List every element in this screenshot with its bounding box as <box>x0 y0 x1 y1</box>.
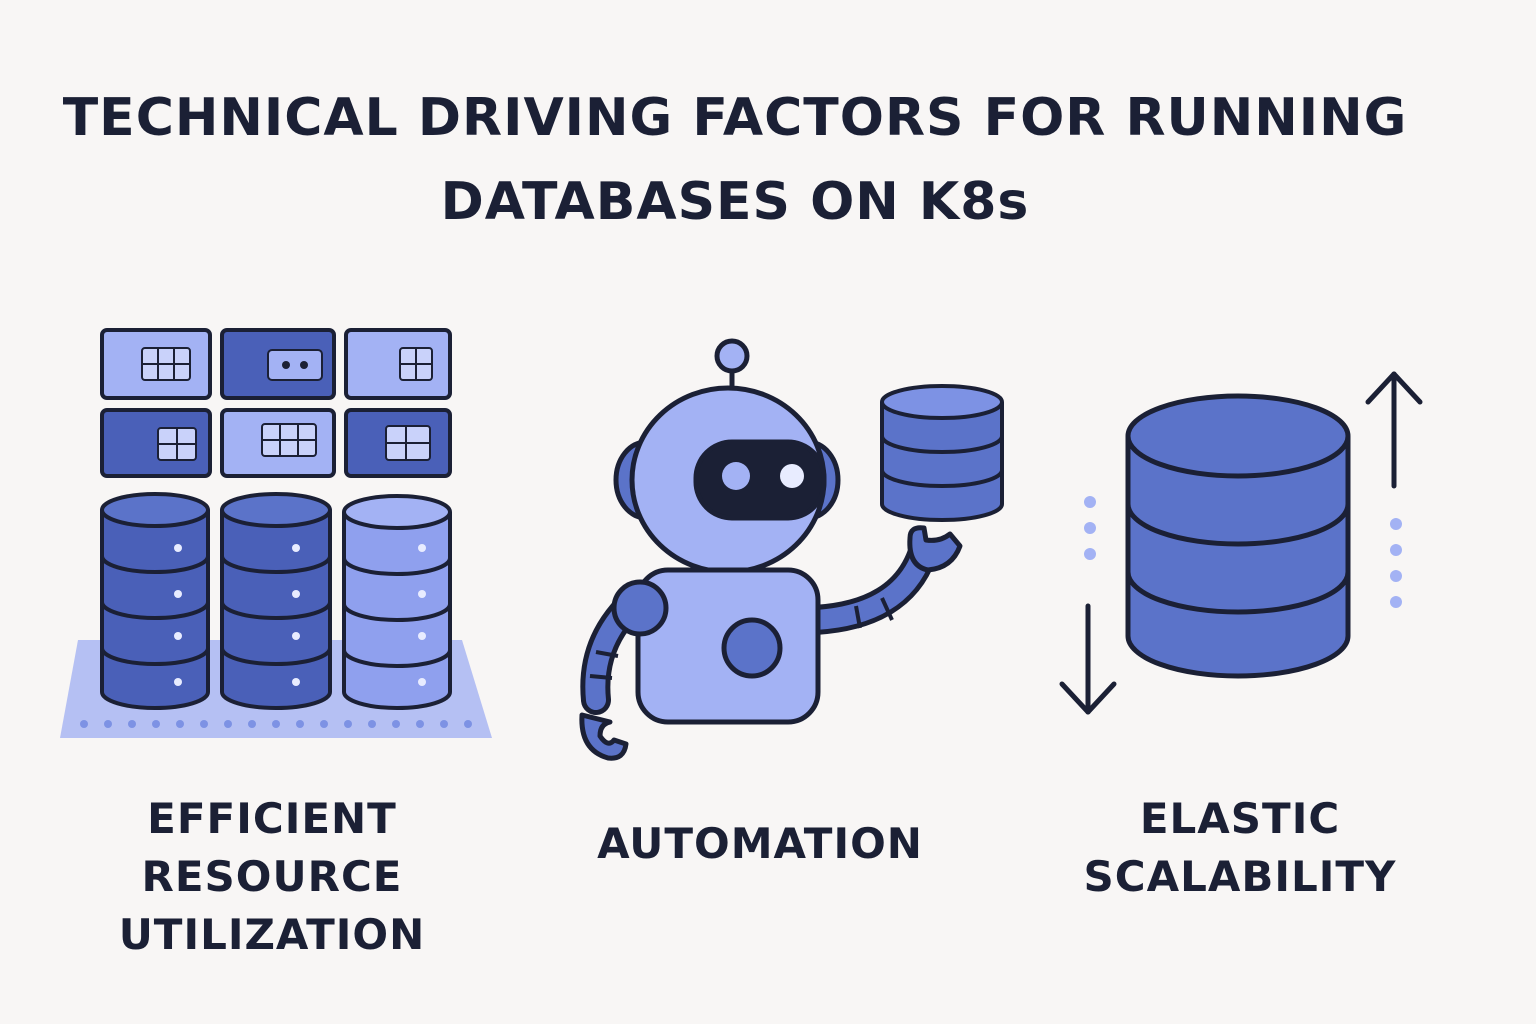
caption-line: AUTOMATION <box>597 819 923 868</box>
title-line-1: TECHNICAL DRIVING FACTORS FOR RUNNING <box>62 88 1408 148</box>
factor-caption-elastic-scalability: ELASTIC SCALABILITY <box>1050 790 1430 906</box>
caption-line: UTILIZATION <box>118 910 426 959</box>
factor-caption-automation: AUTOMATION <box>560 815 960 873</box>
factor-caption-efficient-resource-utilization: EFFICIENT RESOURCE UTILIZATION <box>92 790 452 964</box>
caption-line: EFFICIENT <box>147 794 397 843</box>
robot-icon <box>579 338 1004 761</box>
caption-line: SCALABILITY <box>1083 852 1397 901</box>
caption-line: ELASTIC <box>1139 794 1341 843</box>
page-title: TECHNICAL DRIVING FACTORS FOR RUNNING DA… <box>0 76 1470 244</box>
caption-line: RESOURCE <box>141 852 403 901</box>
scaling-database-icon <box>1059 371 1423 715</box>
database-cluster-icon <box>60 328 492 738</box>
title-line-2: DATABASES ON K8s <box>440 172 1030 232</box>
